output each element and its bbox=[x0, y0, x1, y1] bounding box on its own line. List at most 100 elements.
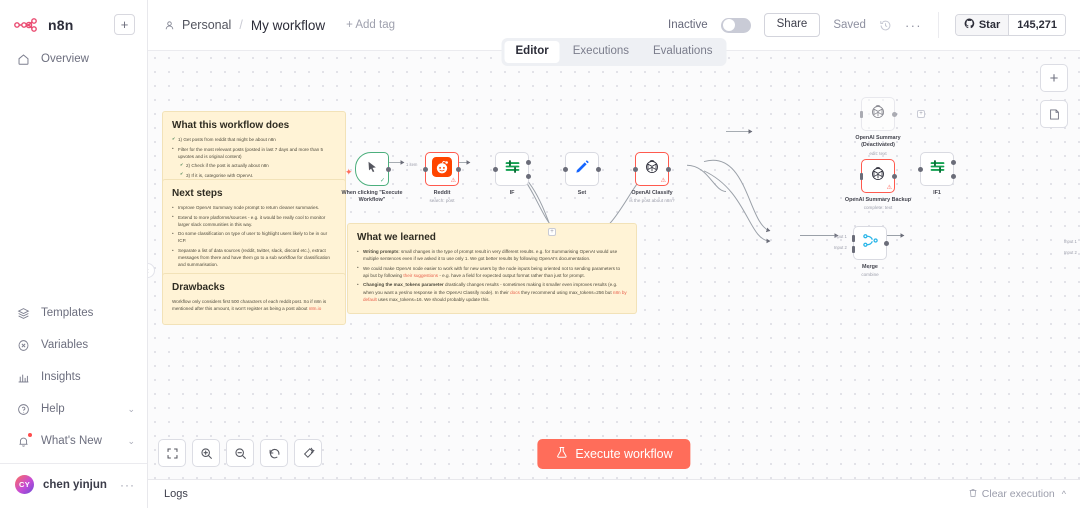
item-link[interactable]: their suggestions bbox=[403, 272, 439, 278]
sidebar-item-label: Insights bbox=[41, 371, 81, 383]
node-openai-summary-deactivated[interactable]: OpenAI Summary (Deactivated) edit: text bbox=[855, 97, 901, 156]
sidebar-item-insights[interactable]: Insights bbox=[0, 361, 147, 393]
input-port[interactable] bbox=[918, 167, 923, 172]
input-port[interactable] bbox=[633, 167, 638, 172]
zoom-out-button[interactable] bbox=[226, 439, 254, 467]
sticky-note-drawbacks[interactable]: Drawbacks Workflow only considers first … bbox=[162, 273, 346, 325]
node-label: OpenAI Summary (Deactivated) edit: text bbox=[840, 135, 916, 157]
node-subtitle: complete: text bbox=[863, 205, 893, 211]
expand-logs-caret-icon[interactable]: ^ bbox=[1061, 489, 1066, 499]
tab-executions[interactable]: Executions bbox=[572, 45, 630, 57]
node-box[interactable] bbox=[918, 152, 956, 186]
node-box[interactable] bbox=[563, 152, 601, 186]
sidebar-item-help[interactable]: Help ⌄ bbox=[0, 393, 147, 425]
clear-execution-button[interactable]: Clear execution bbox=[968, 488, 1055, 501]
node-openai-classify[interactable]: ⚠ OpenAI Classify is the post about n8n? bbox=[629, 152, 675, 203]
input-port[interactable] bbox=[563, 167, 568, 172]
page-title[interactable]: My workflow bbox=[250, 17, 326, 33]
github-star-widget[interactable]: Star 145,271 bbox=[954, 14, 1066, 36]
list-item: Extend to more platforms/sources - e.g. … bbox=[172, 213, 336, 228]
add-node-after-openai-summary[interactable]: + bbox=[917, 110, 925, 118]
node-set[interactable]: Set bbox=[563, 152, 601, 196]
node-if[interactable]: IF bbox=[493, 152, 531, 196]
drawbacks-link[interactable]: n8n.io bbox=[308, 306, 322, 312]
sticky-note-what-this-workflow-does[interactable]: What this workflow does 1) Get posts fro… bbox=[162, 111, 346, 191]
node-box[interactable]: ⚠ bbox=[860, 159, 897, 193]
node-merge[interactable]: Merge combine bbox=[852, 226, 889, 277]
active-toggle[interactable] bbox=[720, 17, 751, 33]
history-icon[interactable] bbox=[879, 19, 892, 32]
input-port[interactable] bbox=[860, 111, 863, 118]
output-port[interactable] bbox=[884, 241, 889, 246]
node-label: IF1 bbox=[933, 190, 941, 196]
sticky-title: What this workflow does bbox=[172, 120, 290, 131]
sticky-list: Writing prompts: small changes in the ty… bbox=[357, 247, 627, 303]
canvas-add-sticky-note-button[interactable] bbox=[1040, 100, 1068, 128]
edge-label-input-2b: Input 2 bbox=[1064, 250, 1077, 255]
execute-workflow-button[interactable]: Execute workflow bbox=[537, 439, 691, 469]
sticky-note-what-we-learned[interactable]: What we learned Writing prompts: small c… bbox=[347, 223, 637, 315]
sidebar-item-variables[interactable]: Variables bbox=[0, 329, 147, 361]
zoom-in-button[interactable] bbox=[192, 439, 220, 467]
list-item: We could make OpenAI node easier to work… bbox=[357, 264, 627, 279]
node-box[interactable]: ⚠ bbox=[423, 152, 461, 186]
output-port[interactable] bbox=[892, 174, 897, 179]
input-port[interactable] bbox=[423, 167, 428, 172]
output-port[interactable] bbox=[666, 167, 671, 172]
input-port[interactable] bbox=[493, 167, 498, 172]
sidebar-header: n8n + bbox=[0, 0, 147, 43]
left-sidebar: n8n + Overview Templates bbox=[0, 0, 148, 508]
tidy-up-button[interactable] bbox=[294, 439, 322, 467]
node-box[interactable] bbox=[493, 152, 531, 186]
output-port-false[interactable] bbox=[951, 174, 956, 179]
canvas-add-node-button[interactable]: + bbox=[1040, 64, 1068, 92]
breadcrumb-owner[interactable]: Personal bbox=[182, 18, 232, 32]
node-label: Set bbox=[577, 190, 587, 196]
edge-label-input-1: Input 1 bbox=[834, 234, 847, 239]
node-box[interactable]: ✓ bbox=[355, 152, 391, 186]
item-link-2[interactable]: n8n by default bbox=[363, 289, 627, 302]
output-port[interactable] bbox=[456, 167, 461, 172]
output-port[interactable] bbox=[386, 167, 391, 172]
node-reddit[interactable]: ⚠ Reddit search: post bbox=[423, 152, 461, 203]
reset-zoom-button[interactable] bbox=[260, 439, 288, 467]
input-port-1[interactable] bbox=[852, 235, 855, 242]
output-port-true[interactable] bbox=[951, 160, 956, 165]
sidebar-collapse-handle[interactable]: ‹ bbox=[148, 263, 155, 278]
node-box[interactable]: ⚠ bbox=[633, 152, 671, 186]
list-item: Writing prompts: small changes in the ty… bbox=[357, 247, 627, 262]
user-more-icon[interactable]: ··· bbox=[120, 477, 135, 492]
github-star-button[interactable]: Star bbox=[955, 15, 1009, 35]
output-port-true[interactable] bbox=[526, 160, 531, 165]
create-workflow-button[interactable]: + bbox=[114, 14, 135, 35]
tab-editor[interactable]: Editor bbox=[504, 41, 560, 63]
output-port-false[interactable] bbox=[526, 174, 531, 179]
sidebar-item-overview[interactable]: Overview bbox=[0, 43, 147, 75]
sidebar-item-whats-new[interactable]: What's New ⌄ bbox=[0, 425, 147, 457]
node-if1[interactable]: IF1 bbox=[918, 152, 956, 196]
node-box[interactable] bbox=[852, 226, 889, 260]
share-button[interactable]: Share bbox=[763, 13, 821, 37]
tab-evaluations[interactable]: Evaluations bbox=[653, 45, 713, 57]
add-node-from-false-output[interactable]: + bbox=[548, 228, 556, 236]
sticky-note-next-steps[interactable]: Next steps Improve OpenAI Summary node p… bbox=[162, 179, 346, 280]
node-openai-summary-backup[interactable]: ⚠ OpenAI Summary Backup complete: text bbox=[845, 159, 911, 210]
sidebar-item-templates[interactable]: Templates bbox=[0, 297, 147, 329]
input-port[interactable] bbox=[860, 173, 863, 180]
item-link[interactable]: docs bbox=[510, 289, 520, 295]
node-when-clicking-execute-workflow[interactable]: ✓ When clicking "Execute Workflow" bbox=[342, 152, 402, 203]
output-port[interactable] bbox=[892, 112, 897, 117]
zoom-to-fit-button[interactable] bbox=[158, 439, 186, 467]
active-state-label: Inactive bbox=[668, 19, 708, 31]
logs-bar[interactable]: Logs Clear execution ^ bbox=[148, 479, 1080, 508]
workflow-canvas[interactable]: ‹ + bbox=[148, 51, 1080, 479]
output-port[interactable] bbox=[596, 167, 601, 172]
user-menu[interactable]: CY chen yinjun ··· bbox=[0, 464, 147, 508]
sticky-title: What we learned bbox=[357, 232, 436, 243]
input-port-2[interactable] bbox=[852, 246, 855, 253]
node-subtitle: is the post about n8n? bbox=[629, 198, 675, 204]
workflow-more-menu[interactable]: ··· bbox=[904, 17, 922, 33]
add-tag-button[interactable]: + Add tag bbox=[346, 19, 396, 31]
node-box[interactable] bbox=[860, 97, 897, 131]
node-title: OpenAI Summary (Deactivated) bbox=[855, 135, 901, 149]
